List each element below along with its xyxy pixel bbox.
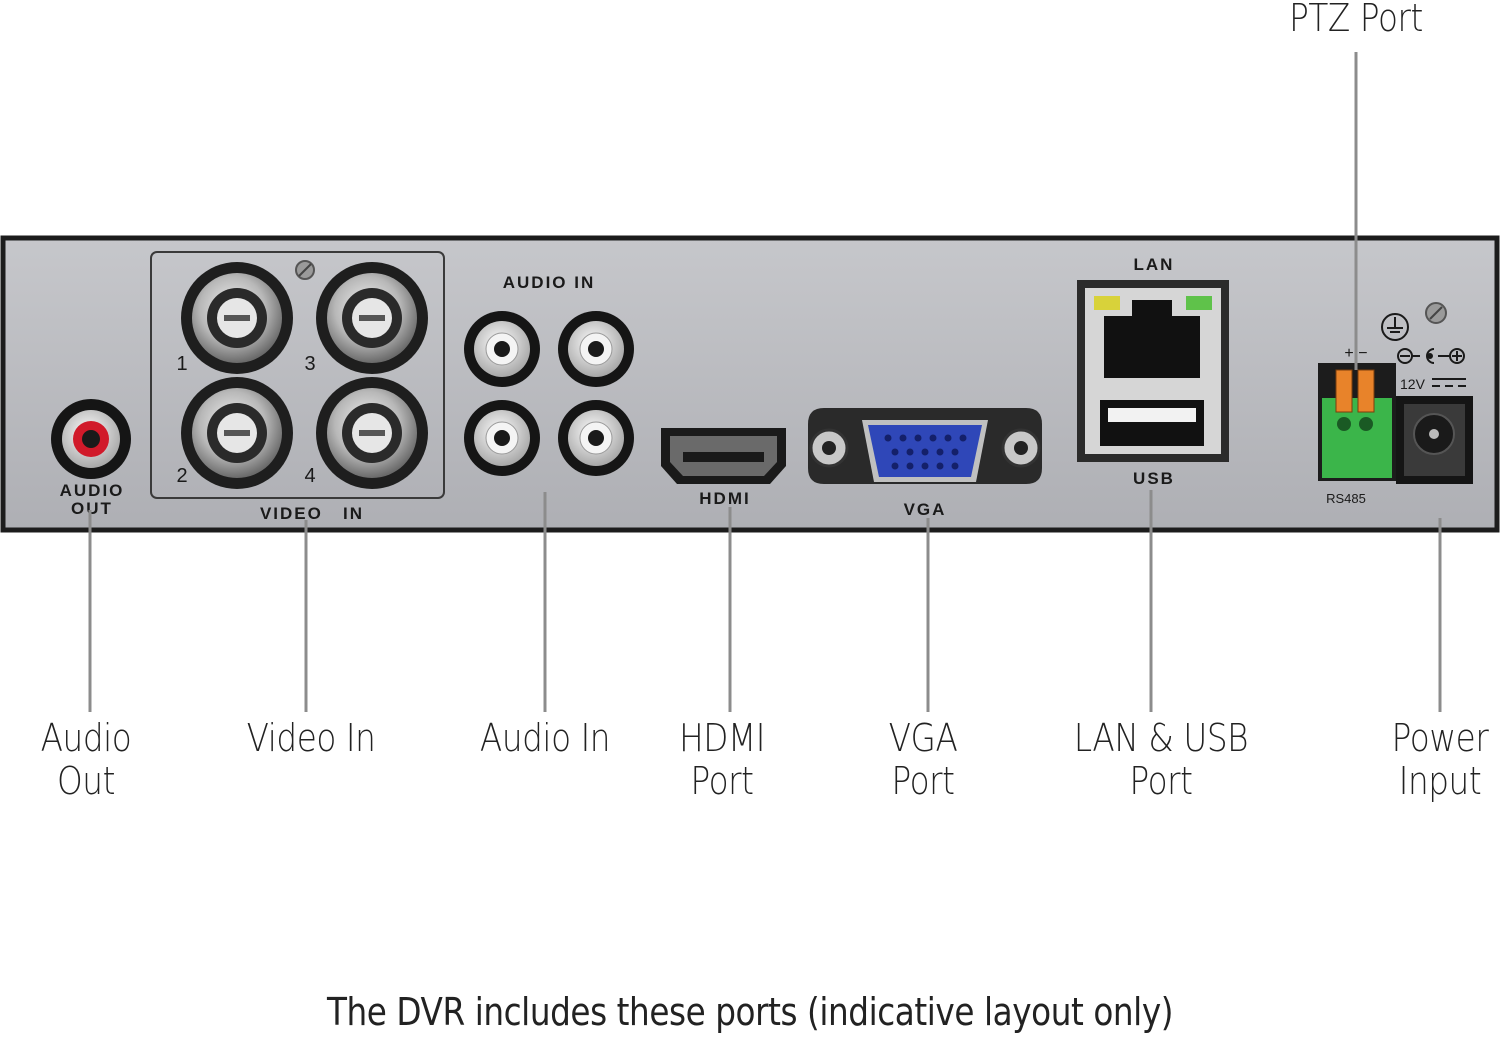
audio-out-jack (51, 399, 131, 479)
video-in-panel-label: VIDEO IN (260, 504, 364, 523)
caption: The DVR includes these ports (indicative… (326, 990, 1174, 1034)
leader-lines (88, 52, 1442, 712)
dc-symbol-icon (1432, 378, 1466, 387)
bnc-connector-3 (316, 262, 428, 374)
video-in-frame (150, 251, 445, 499)
callout-lan-usb-port: LAN & USB Port (1073, 716, 1249, 803)
audio-out-panel-label: AUDIO (60, 481, 125, 500)
bnc-number-3: 3 (304, 353, 315, 375)
bnc-number-2: 2 (176, 465, 187, 487)
callout-power-line1: Power (1391, 716, 1489, 760)
usb-panel-label: USB (1133, 469, 1175, 488)
callout-vga-line1: VGA (888, 716, 958, 760)
callout-audio-out-line2: Out (57, 759, 115, 803)
callout-video-in-line1: Video In (246, 716, 376, 760)
bnc-number-4: 4 (304, 465, 315, 487)
audio-out-panel-label-2: OUT (71, 499, 113, 518)
ground-icon (1381, 313, 1409, 341)
hdmi-panel-label: HDMI (699, 489, 750, 508)
power-jack (1396, 396, 1473, 484)
callout-lan-usb-line1: LAN & USB (1073, 716, 1249, 760)
audio-in-jack (558, 311, 634, 387)
rs485-terminal (1318, 363, 1396, 481)
callout-vga-port: VGA Port (889, 717, 958, 803)
lan-usb-port (1077, 280, 1229, 462)
vga-panel-label: VGA (904, 500, 947, 519)
callout-hdmi-line2: Port (690, 759, 754, 803)
bnc-number-1: 1 (176, 353, 187, 375)
callout-audio-in-line1: Audio In (479, 716, 611, 760)
audio-in-jack (558, 400, 634, 476)
audio-in-jack (464, 311, 540, 387)
rs485-panel-label: RS485 (1326, 491, 1366, 506)
bnc-connector-4 (316, 377, 428, 489)
callout-power-line2: Input (1398, 759, 1482, 803)
callout-audio-in: Audio In (479, 716, 611, 760)
callout-lan-usb-line2: Port (1129, 759, 1193, 803)
bnc-connector-2 (181, 377, 293, 489)
voltage-label: 12V (1400, 376, 1426, 392)
bnc-connector-1 (181, 262, 293, 374)
callout-video-in: Video In (247, 717, 376, 760)
vga-port (808, 408, 1042, 484)
callout-hdmi-line1: HDMI (679, 716, 765, 760)
audio-in-jack (464, 400, 540, 476)
audio-in-panel-label: AUDIO IN (503, 273, 596, 292)
callout-ptz-port: PTZ Port (1289, 0, 1423, 40)
callout-audio-out-line1: Audio (40, 716, 132, 760)
hdmi-port (661, 428, 786, 484)
callout-hdmi-port: HDMI Port (679, 717, 765, 803)
callout-ptz-line1: PTZ Port (1289, 0, 1423, 40)
lan-panel-label: LAN (1134, 255, 1175, 274)
callout-power-input: Power Input (1392, 717, 1489, 803)
callout-vga-line2: Port (891, 759, 955, 803)
polarity-symbol-icon (1397, 348, 1465, 364)
callout-audio-out: Audio Out (41, 717, 132, 803)
